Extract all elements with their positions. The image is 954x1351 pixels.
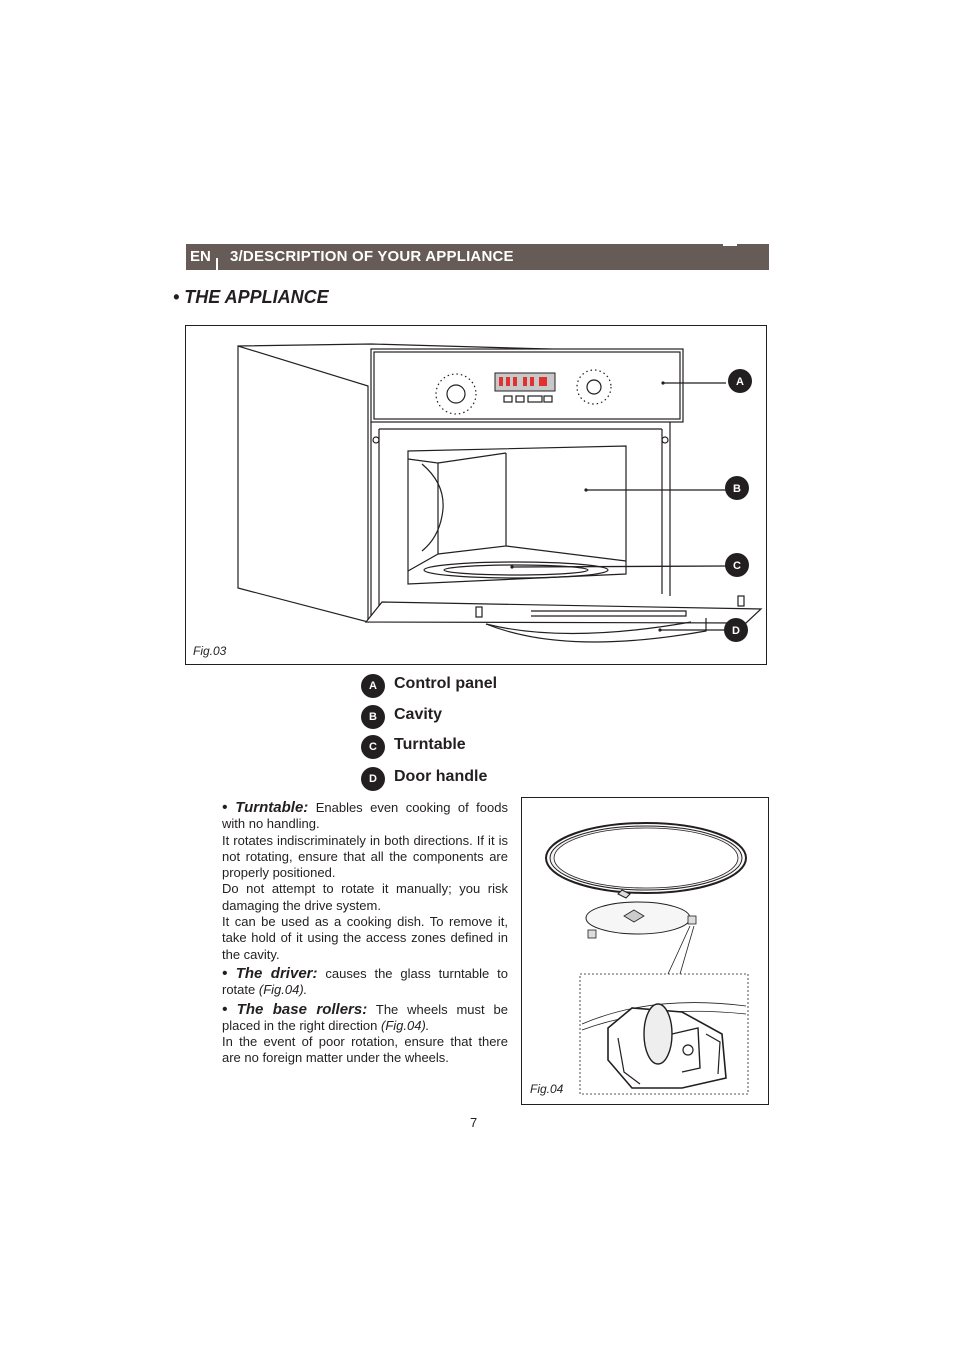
callout-c-label: C [733, 560, 741, 572]
callout-a-label: A [736, 376, 744, 388]
legend-badge: D [361, 767, 385, 791]
rollers-text: The wheels must be placed in the right d… [222, 1001, 508, 1033]
legend-label: Control panel [394, 675, 498, 692]
driver-figure-ref: (Fig.04). [258, 982, 308, 998]
driver-heading: • The driver: [222, 964, 318, 982]
header-separator [216, 258, 218, 270]
legend-badge: C [361, 735, 385, 759]
callout-b [725, 476, 749, 500]
driver-text: causes the glass turntable to rotate [222, 965, 508, 998]
callout-d-label: D [732, 625, 740, 637]
turntable-paragraph-2: It rotates indiscriminately in both dire… [222, 832, 508, 881]
section-title: • THE APPLIANCE [173, 287, 329, 307]
turntable-illustration [545, 822, 749, 1095]
chapter-title: 3/DESCRIPTION OF YOUR APPLIANCE [230, 248, 514, 265]
turntable-figure: Fig.04 [521, 797, 769, 1105]
figure-caption-main: Fig.03 [193, 644, 227, 658]
callout-d [724, 618, 748, 642]
appliance-figure: A B C D Fig.03 [185, 325, 767, 665]
turntable-paragraph-3: Do not attempt to rotate it manually; yo… [222, 881, 508, 913]
legend-badge: B [361, 705, 385, 729]
header-notch [723, 244, 737, 246]
turntable-paragraph: • Turntable: Enables even cooking of foo… [222, 799, 508, 833]
rollers-heading: • The base rollers: [222, 1000, 368, 1018]
legend-badge: A [361, 674, 385, 698]
turntable-heading: • Turntable: [222, 799, 309, 816]
rollers-paragraph-2: In the event of poor rotation, ensure th… [222, 1034, 508, 1066]
legend-label: Turntable [394, 736, 466, 753]
language-tag: EN [190, 248, 211, 265]
callout-b-label: B [733, 483, 741, 495]
display-segments [499, 377, 547, 386]
turntable-paragraph-4: It can be used as a cooking dish. To rem… [222, 914, 508, 962]
callout-a [728, 369, 752, 393]
section-header-bar: EN 3/DESCRIPTION OF YOUR APPLIANCE [186, 244, 769, 270]
driver-paragraph: • The driver: causes the glass turntable… [222, 964, 508, 999]
figure-caption-small: Fig.04 [530, 1082, 564, 1096]
legend-label: Cavity [394, 706, 443, 723]
callout-c [725, 553, 749, 577]
rollers-paragraph: • The base rollers: The wheels must be p… [222, 1000, 508, 1035]
legend-label: Door handle [394, 768, 488, 785]
oven-illustration: A B C D [237, 343, 763, 643]
rollers-figure-ref: (Fig.04). [381, 1017, 430, 1033]
description-text: • Turntable: Enables even cooking of foo… [222, 799, 508, 1067]
turntable-text: Enables even cooking of foods with no ha… [222, 800, 508, 832]
page-number: 7 [470, 1115, 478, 1130]
